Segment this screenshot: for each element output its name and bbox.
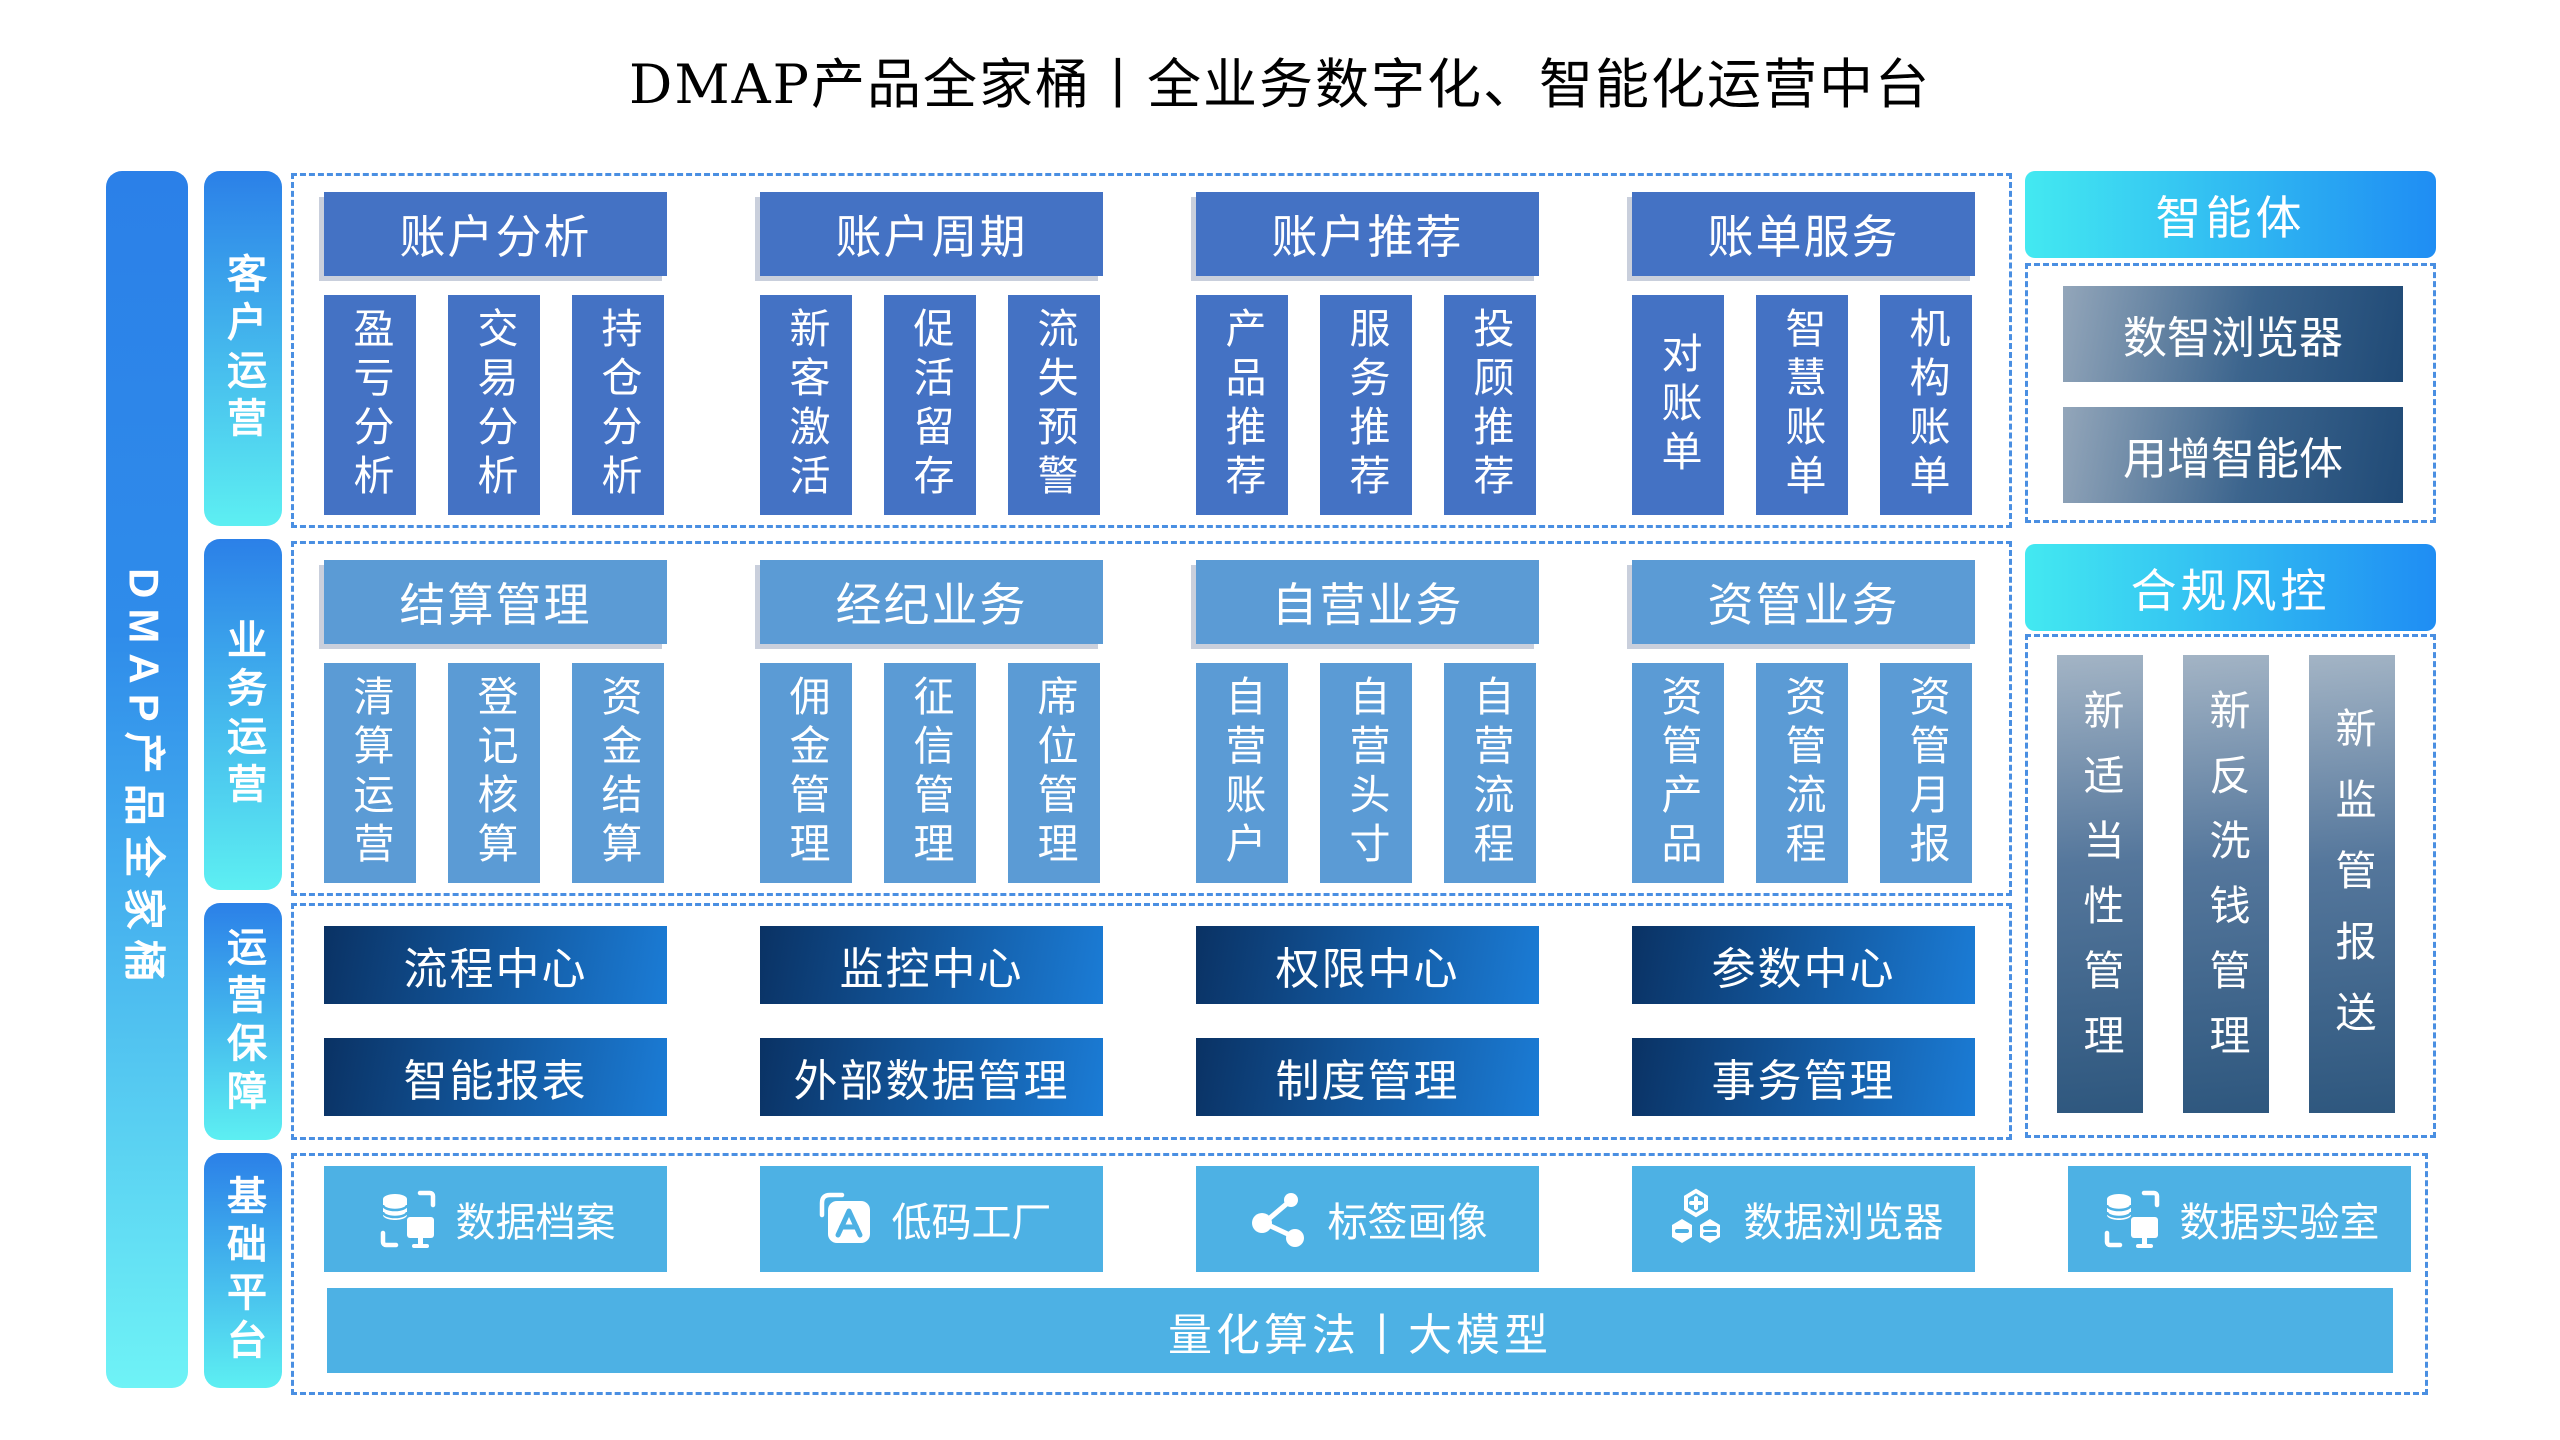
ops-column: 监控中心 外部数据管理: [760, 926, 1103, 1116]
group-account-cycle: 账户周期 新客激活 促活留存 流失预警: [760, 192, 1103, 515]
group-header: 资管业务: [1632, 560, 1975, 644]
row-label-ops-support: 运营保障: [204, 903, 282, 1140]
ops-bar: 制度管理: [1196, 1038, 1539, 1116]
group-header: 账户推荐: [1196, 192, 1539, 276]
row-customer-ops: 账户分析 盈亏分析 交易分析 持仓分析 账户周期 新客激活 促活留存 流失预警 …: [291, 173, 2012, 528]
group-asset-mgmt: 资管业务 资管产品 资管流程 资管月报: [1632, 560, 1975, 883]
group-bill-service: 账单服务 对账单 智慧账单 机构账单: [1632, 192, 1975, 515]
pillar-item: 席位管理: [1008, 663, 1100, 883]
letter-a-card-icon: [819, 1192, 870, 1243]
pillar-item: 盈亏分析: [324, 295, 416, 515]
group-brokerage: 经纪业务 佣金管理 征信管理 席位管理: [760, 560, 1103, 883]
app-data-browser: 数据浏览器: [1632, 1166, 1975, 1272]
row-business-ops: 结算管理 清算运营 登记核算 资金结算 经纪业务 佣金管理 征信管理 席位管理 …: [291, 541, 2012, 896]
database-monitor-icon: [380, 1190, 435, 1248]
app-data-lab: 数据实验室: [2068, 1166, 2411, 1272]
app-label: 数据档案: [455, 1200, 616, 1246]
compliance-pillar: 新适当性管理: [2057, 655, 2143, 1113]
database-monitor-icon: [2104, 1190, 2159, 1248]
pillar-item: 促活留存: [884, 295, 976, 515]
app-label: 数据浏览器: [1743, 1200, 1944, 1246]
row-base-platform: 数据档案 低码工厂 标签画像: [291, 1153, 2428, 1395]
pillar-item: 自营流程: [1444, 663, 1536, 883]
agent-header: 智能体: [2025, 171, 2436, 258]
group-header: 账户分析: [324, 192, 667, 276]
app-tag-portrait: 标签画像: [1196, 1166, 1539, 1272]
group-proprietary: 自营业务 自营账户 自营头寸 自营流程: [1196, 560, 1539, 883]
compliance-pillar: 新监管报送: [2309, 655, 2395, 1113]
group-header: 账户周期: [760, 192, 1103, 276]
page-title: DMAP产品全家桶丨全业务数字化、智能化运营中台: [629, 53, 1931, 116]
pillar-item: 流失预警: [1008, 295, 1100, 515]
quant-algo-bar: 量化算法丨大模型: [327, 1288, 2393, 1373]
app-label: 低码工厂: [891, 1200, 1052, 1246]
pillar-item: 持仓分析: [572, 295, 664, 515]
row-ops-support: 流程中心 智能报表 监控中心 外部数据管理 权限中心 制度管理 参数中心 事务管…: [291, 903, 2012, 1140]
pillar-item: 自营头寸: [1320, 663, 1412, 883]
ops-bar: 外部数据管理: [760, 1038, 1103, 1116]
pillar-item: 投顾推荐: [1444, 295, 1536, 515]
compliance-header: 合规风控: [2025, 544, 2436, 631]
app-label: 数据实验室: [2179, 1200, 2380, 1246]
pillar-item: 资金结算: [572, 663, 664, 883]
pillar-item: 新客激活: [760, 295, 852, 515]
node-graph-icon: [1251, 1193, 1304, 1247]
ops-bar: 事务管理: [1632, 1038, 1975, 1116]
pillar-item: 服务推荐: [1320, 295, 1412, 515]
agent-item: 数智浏览器: [2063, 286, 2403, 382]
pillar-item: 征信管理: [884, 663, 976, 883]
ops-column: 参数中心 事务管理: [1632, 926, 1975, 1116]
ops-bar: 流程中心: [324, 926, 667, 1004]
group-header: 账单服务: [1632, 192, 1975, 276]
agent-panel: 数智浏览器 用增智能体: [2025, 263, 2436, 523]
group-header: 自营业务: [1196, 560, 1539, 644]
pillar-item: 资管月报: [1880, 663, 1972, 883]
group-header: 结算管理: [324, 560, 667, 644]
pillar-item: 智慧账单: [1756, 295, 1848, 515]
ops-bar: 监控中心: [760, 926, 1103, 1004]
app-data-archive: 数据档案: [324, 1166, 667, 1272]
group-account-recommend: 账户推荐 产品推荐 服务推荐 投顾推荐: [1196, 192, 1539, 515]
group-header: 经纪业务: [760, 560, 1103, 644]
group-settlement: 结算管理 清算运营 登记核算 资金结算: [324, 560, 667, 883]
pillar-item: 资管流程: [1756, 663, 1848, 883]
compliance-panel: 新适当性管理 新反洗钱管理 新监管报送: [2025, 634, 2436, 1138]
pillar-item: 交易分析: [448, 295, 540, 515]
pillar-item: 佣金管理: [760, 663, 852, 883]
row-label-customer-ops: 客户运营: [204, 171, 282, 526]
pillar-item: 机构账单: [1880, 295, 1972, 515]
pillar-item: 资管产品: [1632, 663, 1724, 883]
group-account-analysis: 账户分析 盈亏分析 交易分析 持仓分析: [324, 192, 667, 515]
ops-bar: 参数中心: [1632, 926, 1975, 1004]
app-lowcode-factory: 低码工厂: [760, 1166, 1103, 1272]
ops-column: 权限中心 制度管理: [1196, 926, 1539, 1116]
compliance-pillar: 新反洗钱管理: [2183, 655, 2269, 1113]
pillar-item: 产品推荐: [1196, 295, 1288, 515]
ops-bar: 权限中心: [1196, 926, 1539, 1004]
ops-bar: 智能报表: [324, 1038, 667, 1116]
row-label-base-platform: 基础平台: [204, 1153, 282, 1388]
pillar-item: 自营账户: [1196, 663, 1288, 883]
pillar-item: 清算运营: [324, 663, 416, 883]
left-vertical-bar: DMAP产品全家桶: [106, 171, 188, 1388]
pillar-item: 对账单: [1632, 295, 1724, 515]
pillar-item: 登记核算: [448, 663, 540, 883]
row-label-business-ops: 业务运营: [204, 539, 282, 890]
app-label: 标签画像: [1327, 1200, 1488, 1246]
agent-item: 用增智能体: [2063, 407, 2403, 503]
ops-column: 流程中心 智能报表: [324, 926, 667, 1116]
hexagon-cluster-icon: [1671, 1188, 1720, 1243]
